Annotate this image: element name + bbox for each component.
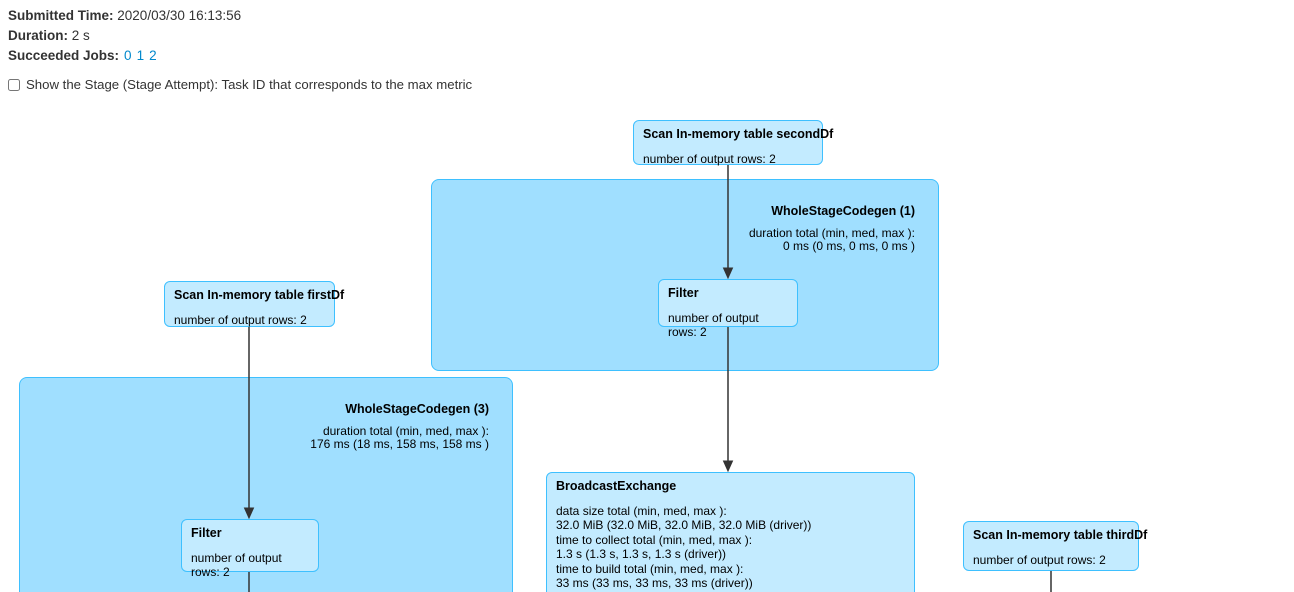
node-filter-wsc3[interactable]: Filter number of output rows: 2 [181, 519, 319, 579]
max-metric-checkbox[interactable] [8, 79, 20, 91]
node-broadcastexchange[interactable]: BroadcastExchange data size total (min, … [546, 472, 915, 592]
node-scan-in-memory-table-firstdf[interactable]: Scan In-memory table firstDf number of o… [164, 281, 345, 327]
cluster-wholestagecodegen-1-label: WholeStageCodegen (1) duration total (mi… [749, 204, 915, 253]
node-scan-in-memory-table-seconddf[interactable]: Scan In-memory table secondDf number of … [633, 120, 834, 166]
cluster-wholestagecodegen-1: WholeStageCodegen (1) duration total (mi… [431, 179, 939, 371]
submitted-time-line: Submitted Time: 2020/03/30 16:13:56 [8, 6, 908, 26]
node-metrics: number of output rows: 2 [643, 152, 776, 166]
node-metrics: number of output rows: 2 [191, 551, 282, 580]
edge-arrowhead-icon [722, 460, 734, 473]
node-title: BroadcastExchange [556, 479, 677, 493]
succeeded-jobs-label: Succeeded Jobs: [8, 48, 120, 63]
cluster-metrics: duration total (min, med, max ): 176 ms … [310, 424, 489, 451]
node-title: Scan In-memory table firstDf [174, 288, 345, 302]
node-scan-in-memory-table-thirddf[interactable]: Scan In-memory table thirdDf number of o… [963, 521, 1148, 571]
query-summary-header: Submitted Time: 2020/03/30 16:13:56 Dura… [8, 6, 908, 93]
duration-value: 2 s [71, 28, 90, 43]
node-title: Scan In-memory table secondDf [643, 127, 834, 141]
node-metrics: number of output rows: 2 [174, 313, 307, 327]
submitted-time-value: 2020/03/30 16:13:56 [117, 8, 242, 23]
duration-label: Duration: [8, 28, 68, 43]
node-metrics: number of output rows: 2 [668, 311, 759, 340]
cluster-title: WholeStageCodegen (1) [771, 204, 915, 218]
job-link-2[interactable]: 2 [149, 48, 157, 63]
cluster-title: WholeStageCodegen (3) [345, 402, 489, 416]
cluster-wholestagecodegen-3-label: WholeStageCodegen (3) duration total (mi… [310, 402, 489, 451]
job-link-0[interactable]: 0 [124, 48, 132, 63]
node-metrics: data size total (min, med, max ): 32.0 M… [556, 504, 812, 591]
cluster-metrics: duration total (min, med, max ): 0 ms (0… [748, 226, 915, 253]
max-metric-checkbox-label: Show the Stage (Stage Attempt): Task ID … [26, 77, 473, 92]
submitted-time-label: Submitted Time: [8, 8, 114, 23]
job-link-1[interactable]: 1 [136, 48, 145, 63]
node-metrics: number of output rows: 2 [973, 553, 1106, 567]
node-title: Filter [668, 286, 699, 300]
node-filter-wsc1[interactable]: Filter number of output rows: 2 [658, 279, 798, 339]
max-metric-toggle-row: Show the Stage (Stage Attempt): Task ID … [8, 77, 908, 93]
node-title: Filter [191, 526, 222, 540]
duration-line: Duration: 2 s [8, 26, 908, 46]
node-title: Scan In-memory table thirdDf [973, 528, 1148, 542]
